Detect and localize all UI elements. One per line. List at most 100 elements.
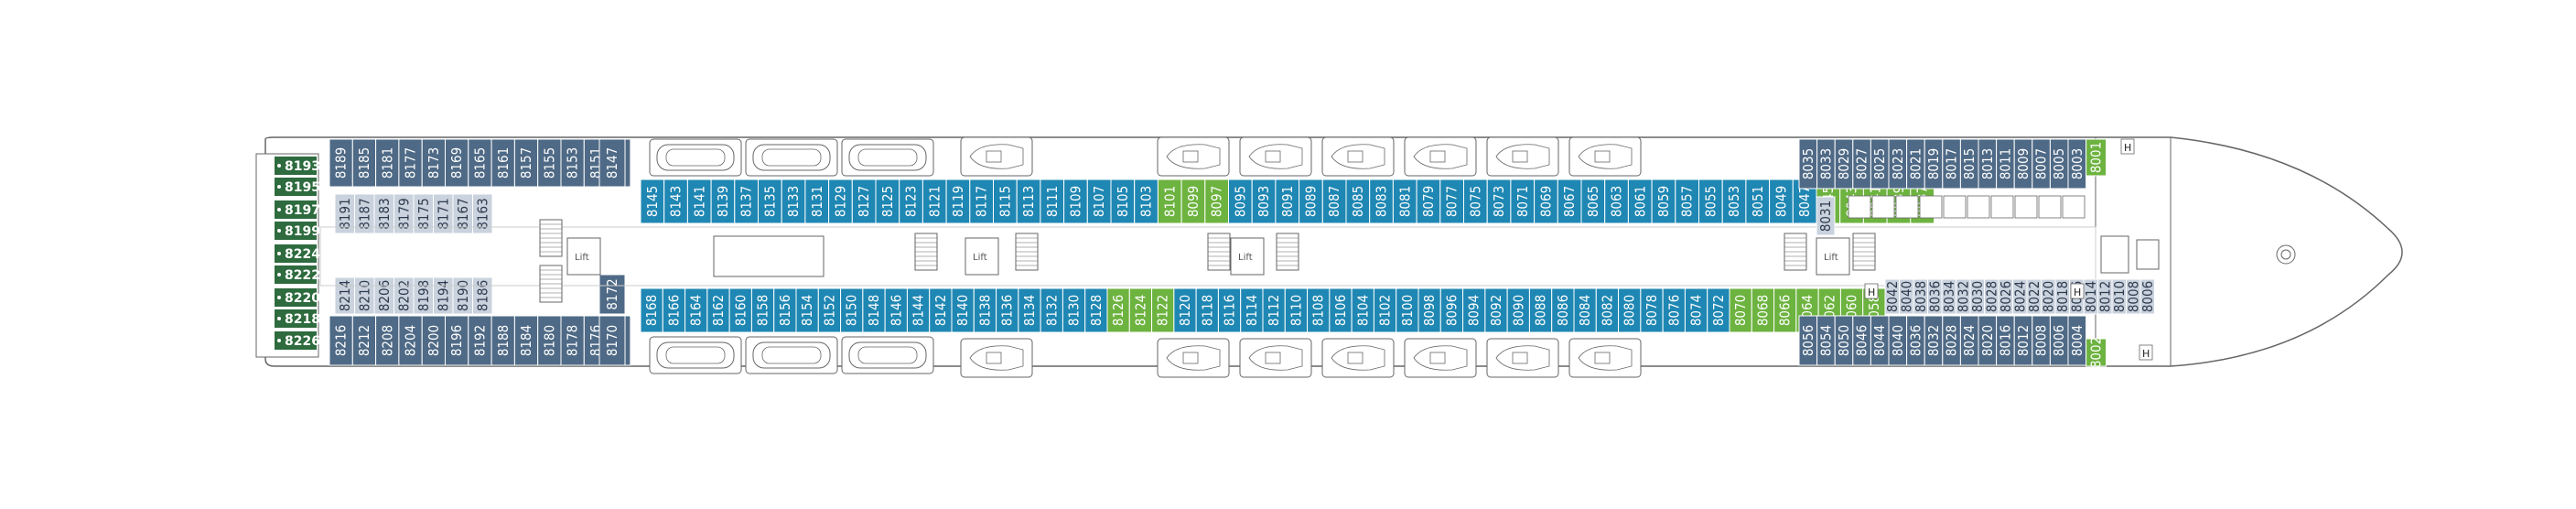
tender-icon bbox=[1486, 338, 1559, 378]
cabin-8162: 8162 bbox=[706, 287, 730, 333]
cabin-number: 8110 bbox=[1288, 295, 1304, 326]
tender-cabin bbox=[1594, 150, 1611, 163]
cabin-block bbox=[2086, 338, 2107, 367]
cabin-8033: 8033 bbox=[1816, 138, 1836, 190]
tag-number: 8220 bbox=[285, 291, 320, 306]
deck-grid-cell bbox=[1990, 195, 2014, 219]
cabin-number: 8134 bbox=[1021, 295, 1038, 326]
cabin-8109: 8109 bbox=[1063, 179, 1088, 224]
cabin-number: 8105 bbox=[1115, 186, 1131, 217]
cabin-number: 8131 bbox=[809, 186, 825, 217]
cabin-block bbox=[1240, 287, 1264, 333]
cabin-number: 8083 bbox=[1374, 186, 1390, 217]
cabin-8134: 8134 bbox=[1018, 287, 1041, 333]
cabin-8113: 8113 bbox=[1016, 179, 1041, 224]
tag-number: 8193 bbox=[285, 159, 320, 174]
cabin-8036: 8036 bbox=[1906, 315, 1925, 366]
cabin-number: 8053 bbox=[1726, 186, 1742, 217]
cabin-8114: 8114 bbox=[1240, 287, 1264, 333]
cabin-number: 8100 bbox=[1399, 295, 1416, 326]
cabin-8191: 8191 bbox=[334, 193, 355, 234]
cabin-number: 8148 bbox=[866, 295, 882, 326]
cabin-block bbox=[929, 287, 953, 333]
lifeboat-hull bbox=[752, 341, 831, 369]
cabin-8009: 8009 bbox=[2013, 138, 2033, 190]
lifeboat-canopy bbox=[761, 346, 822, 364]
cabin-number: 8216 bbox=[333, 325, 350, 356]
tender-icon bbox=[1568, 338, 1642, 378]
cabin-8110: 8110 bbox=[1284, 287, 1309, 333]
accessible-label: H bbox=[1868, 287, 1875, 298]
tender-hull bbox=[1248, 345, 1303, 371]
cabin-8014: 8014 bbox=[2083, 278, 2099, 315]
cabin-block bbox=[1084, 287, 1108, 333]
tender-hull bbox=[1331, 345, 1385, 371]
cabin-8142: 8142 bbox=[929, 287, 953, 333]
tender-hull bbox=[1331, 144, 1385, 169]
cabin-block bbox=[1773, 287, 1797, 333]
deck-grid-cell bbox=[2038, 195, 2062, 219]
deck-grid-cell bbox=[2014, 195, 2038, 219]
cabin-number: 8028 bbox=[1944, 325, 1960, 356]
cabin-8152: 8152 bbox=[817, 287, 842, 333]
cabin-number: 8089 bbox=[1302, 186, 1319, 217]
cabin-8136: 8136 bbox=[996, 287, 1019, 333]
cabin-number: 8126 bbox=[1110, 295, 1126, 326]
cabin-number: 8002 bbox=[2088, 337, 2105, 368]
cabin-8166: 8166 bbox=[662, 287, 686, 333]
cabin-number: 8011 bbox=[1997, 148, 2013, 179]
cabin-8075: 8075 bbox=[1463, 179, 1488, 224]
cabin-number: 8061 bbox=[1632, 186, 1648, 217]
cabin-number: 8007 bbox=[2033, 148, 2050, 179]
cabin-number: 8208 bbox=[379, 325, 395, 356]
cabin-block bbox=[993, 179, 1018, 224]
cabin-number: 8184 bbox=[518, 325, 534, 356]
cabin-8101: 8101 bbox=[1157, 179, 1182, 224]
cabin-number: 8210 bbox=[356, 280, 372, 311]
cabin-8097: 8097 bbox=[1204, 179, 1230, 224]
cabin-8044: 8044 bbox=[1870, 315, 1890, 366]
cabin-number: 8026 bbox=[1998, 281, 2014, 312]
cabin-8093: 8093 bbox=[1251, 179, 1277, 224]
cabin-block bbox=[1275, 179, 1300, 224]
cabin-block bbox=[1745, 179, 1771, 224]
stairs-icon bbox=[1852, 233, 1876, 271]
tender-hull bbox=[969, 345, 1024, 371]
cabin-number: 8054 bbox=[1817, 325, 1834, 356]
cabin-8125: 8125 bbox=[875, 179, 900, 224]
cabin-block bbox=[1321, 179, 1347, 224]
cabin-number: 8139 bbox=[715, 186, 731, 217]
cabin-block bbox=[1369, 179, 1394, 224]
lift-icon: Lift bbox=[965, 237, 999, 276]
cabin-8187: 8187 bbox=[354, 193, 375, 234]
tender-cabin bbox=[986, 352, 1002, 364]
cabin-block bbox=[560, 315, 585, 366]
tender-hull bbox=[1248, 144, 1303, 169]
cabin-block bbox=[398, 315, 423, 366]
cabin-8019: 8019 bbox=[1924, 138, 1944, 190]
cabin-block bbox=[684, 287, 708, 333]
tender-hull bbox=[1166, 144, 1221, 169]
cabin-8066: 8066 bbox=[1773, 287, 1797, 333]
cabin-number: 8047 bbox=[1796, 186, 1813, 217]
cabin-number: 8122 bbox=[1155, 295, 1171, 326]
stairs-icon bbox=[1784, 233, 1807, 271]
cabin-8192: 8192 bbox=[468, 315, 492, 366]
cabin-number: 8168 bbox=[643, 295, 660, 326]
cabin-number: 8133 bbox=[785, 186, 802, 217]
deck-grid-cell bbox=[1895, 195, 1919, 219]
cabin-number: 8116 bbox=[1222, 295, 1238, 326]
capstan-icon bbox=[2276, 244, 2296, 265]
cabin-8177: 8177 bbox=[398, 138, 423, 188]
tag-number: 8197 bbox=[285, 203, 320, 218]
cabin-8130: 8130 bbox=[1062, 287, 1086, 333]
cabin-block bbox=[1698, 179, 1723, 224]
cabin-number: 8059 bbox=[1655, 186, 1672, 217]
bow-room bbox=[2100, 235, 2129, 274]
cabin-8170: 8170 bbox=[598, 315, 626, 366]
tender-hull bbox=[969, 144, 1024, 169]
cabin-8069: 8069 bbox=[1534, 179, 1558, 224]
cabin-number: 8172 bbox=[604, 278, 620, 309]
cabin-block bbox=[1551, 287, 1575, 333]
tag-dot bbox=[277, 252, 281, 255]
